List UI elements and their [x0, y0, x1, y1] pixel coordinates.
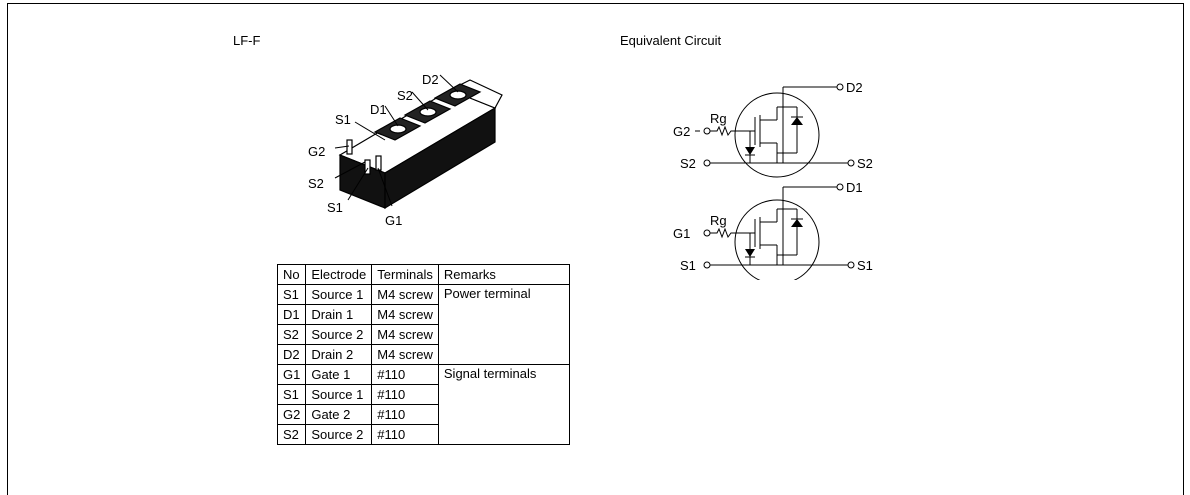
cell-electrode: Drain 1	[305, 304, 373, 325]
circuit-label-s2-left: S2	[680, 156, 696, 171]
module-drawing: D2 S2 D1 S1 G2 S2 S1 G1	[308, 72, 503, 228]
cell-no: G1	[276, 364, 307, 385]
circuit-label-d1: D1	[846, 180, 863, 195]
cell-terminals: M4 screw	[371, 284, 439, 305]
cell-electrode: Gate 2	[305, 404, 373, 425]
cell-electrode: Drain 2	[305, 344, 373, 365]
module-label-s2-side: S2	[308, 176, 324, 191]
module-label-d2: D2	[422, 72, 439, 87]
cell-no: S2	[276, 424, 307, 445]
circuit-label-s1-left: S1	[680, 258, 696, 273]
table-row: G1 Gate 1 #110 Signal terminals	[276, 364, 570, 445]
package-label: LF-F	[233, 33, 261, 48]
pin-table: No Electrode Terminals Remarks S1 Source…	[276, 264, 570, 445]
circuit-label-g1: G1	[673, 226, 690, 241]
circuit-label-s1-right: S1	[857, 258, 873, 273]
cell-electrode: Source 1	[305, 384, 373, 405]
module-label-g1: G1	[385, 213, 402, 228]
module-label-g2: G2	[308, 144, 325, 159]
remarks-power: Power terminal	[437, 284, 570, 365]
cell-no: D1	[276, 304, 307, 325]
module-label-s1-side: S1	[327, 200, 343, 215]
table-row: G2 Gate 2 #110	[276, 404, 570, 425]
remarks-signal: Signal terminals	[437, 364, 570, 445]
circuit-label-s2-right: S2	[857, 156, 873, 171]
table-row: S1 Source 1 M4 screw Power terminal	[276, 284, 570, 365]
cell-no: S2	[276, 324, 307, 345]
cell-no: S1	[276, 284, 307, 305]
cell-no: D2	[276, 344, 307, 365]
circuit-label-rg-bottom: Rg	[710, 213, 727, 228]
cell-electrode: Source 1	[305, 284, 373, 305]
cell-terminals: M4 screw	[371, 324, 439, 345]
circuit-label: Equivalent Circuit	[620, 33, 722, 48]
cell-terminals: #110	[371, 384, 439, 405]
header-electrode: Electrode	[305, 264, 373, 285]
cell-electrode: Source 2	[305, 324, 373, 345]
cell-electrode: Source 2	[305, 424, 373, 445]
module-label-s2-top: S2	[397, 88, 413, 103]
cell-electrode: Gate 1	[305, 364, 373, 385]
cell-terminals: #110	[371, 364, 439, 385]
table-row: S1 Source 1 #110	[276, 384, 570, 405]
circuit-label-g2: G2	[673, 124, 690, 139]
table-header-row: No Electrode Terminals Remarks	[276, 264, 570, 285]
header-no: No	[276, 264, 307, 285]
module-label-d1: D1	[370, 102, 387, 117]
cell-terminals: M4 screw	[371, 304, 439, 325]
header-terminals: Terminals	[371, 264, 439, 285]
table-row: S2 Source 2 #110	[276, 424, 570, 445]
circuit-label-d2: D2	[846, 80, 863, 95]
cell-terminals: #110	[371, 404, 439, 425]
page-frame	[7, 3, 1184, 495]
cell-terminals: M4 screw	[371, 344, 439, 365]
cell-no: S1	[276, 384, 307, 405]
circuit-label-rg-top: Rg	[710, 111, 727, 126]
cell-no: G2	[276, 404, 307, 425]
equivalent-circuit: D2 Rg G2 S2 S2 D1 Rg G1 S1 S1	[673, 80, 873, 280]
header-remarks: Remarks	[437, 264, 570, 285]
module-label-s1-top: S1	[335, 112, 351, 127]
table-row: S2 Source 2 M4 screw	[276, 324, 570, 345]
cell-terminals: #110	[371, 424, 439, 445]
